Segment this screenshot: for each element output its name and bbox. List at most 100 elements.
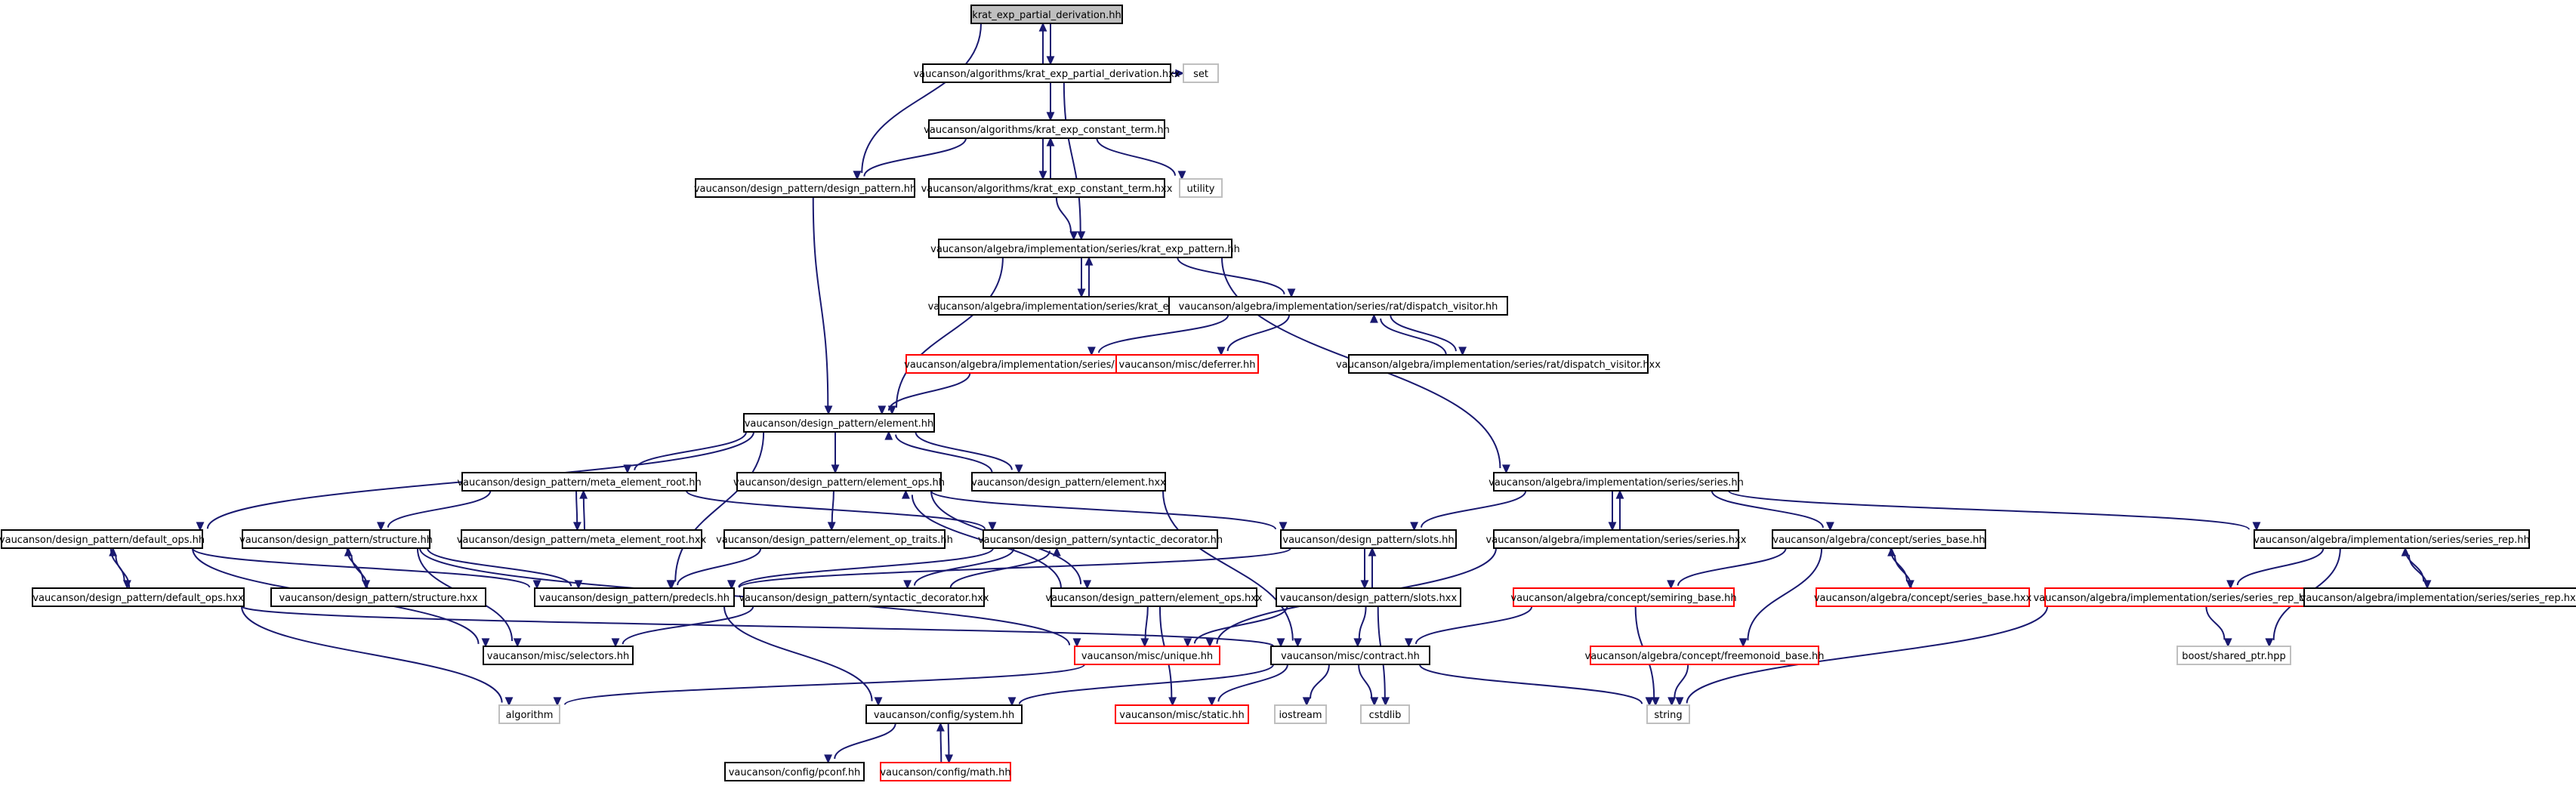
node-eops-hh[interactable]: vaucanson/design_pattern/element_ops.hh xyxy=(733,472,945,492)
node-kct-hh[interactable]: vaucanson/algorithms/krat_exp_constant_t… xyxy=(924,119,1170,139)
edge-line xyxy=(622,606,754,645)
edge-series-hh-to-series-hxx xyxy=(1608,490,1617,532)
edge-line xyxy=(2408,554,2429,589)
node-sd-hxx[interactable]: vaucanson/design_pattern/syntactic_decor… xyxy=(739,587,989,607)
edge-eops-hh-to-eot-hh xyxy=(827,490,836,532)
edge-line xyxy=(387,490,492,528)
node-box xyxy=(928,178,1165,198)
edge-element-hxx-to-contract xyxy=(1162,490,1302,648)
node-semb-hh[interactable]: vaucanson/algebra/concept/semiring_base.… xyxy=(1510,587,1737,607)
node-system[interactable]: vaucanson/config/system.hh xyxy=(865,704,1023,724)
edge-arrowhead xyxy=(1738,638,1748,648)
edge-slots-hh-to-predecls xyxy=(727,547,1291,590)
edge-arrowhead xyxy=(2401,547,2410,556)
node-box xyxy=(1074,646,1220,665)
node-box xyxy=(461,472,697,492)
node-kct-hxx[interactable]: vaucanson/algorithms/krat_exp_constant_t… xyxy=(921,178,1173,198)
node-label: vaucanson/algebra/implementation/series/… xyxy=(2033,593,2337,604)
node-dops-hxx[interactable]: vaucanson/design_pattern/default_ops.hxx xyxy=(32,587,245,607)
node-label: vaucanson/misc/selectors.hh xyxy=(487,651,629,662)
node-struct-hxx[interactable]: vaucanson/design_pattern/structure.hxx xyxy=(270,587,486,607)
node-label: algorithm xyxy=(506,710,554,721)
node-label: utility xyxy=(1187,183,1215,195)
node-slots-hh[interactable]: vaucanson/design_pattern/slots.hh xyxy=(1280,529,1457,549)
edge-arrowhead xyxy=(878,405,887,415)
node-struct-hh[interactable]: vaucanson/design_pattern/structure.hh xyxy=(239,529,433,549)
edge-line xyxy=(1310,664,1330,699)
node-dops-hh[interactable]: vaucanson/design_pattern/default_ops.hh xyxy=(0,529,205,549)
edge-slots-hxx-to-unique xyxy=(1183,606,1288,648)
node-box xyxy=(1050,587,1257,607)
node-sb-hh[interactable]: vaucanson/algebra/concept/series_base.hh xyxy=(1772,529,1986,549)
edge-line xyxy=(1018,664,1274,704)
edge-root-to-kpd-hxx xyxy=(1046,23,1055,66)
edge-arrowhead xyxy=(1293,638,1302,648)
edge-arrowhead xyxy=(2252,522,2261,532)
node-fmb-hh[interactable]: vaucanson/algebra/concept/freemonoid_bas… xyxy=(1585,646,1825,665)
node-static[interactable]: vaucanson/misc/static.hh xyxy=(1115,704,1249,724)
edge-kpd-hxx-to-kct-hh xyxy=(1046,82,1055,122)
node-element-hxx[interactable]: vaucanson/design_pattern/element.hxx xyxy=(971,472,1166,492)
node-label: vaucanson/algebra/concept/semiring_base.… xyxy=(1510,593,1736,604)
node-box xyxy=(865,704,1023,724)
node-eot-hh[interactable]: vaucanson/design_pattern/element_op_trai… xyxy=(716,529,953,549)
edge-arrowhead xyxy=(532,580,541,590)
node-deferrer[interactable]: vaucanson/misc/deferrer.hh xyxy=(1115,354,1259,374)
edge-arrowhead xyxy=(1675,697,1684,707)
edge-arrowhead xyxy=(1404,638,1413,648)
node-dv-hxx[interactable]: vaucanson/algebra/implementation/series/… xyxy=(1336,354,1661,374)
node-box xyxy=(1183,63,1219,83)
edge-element-hh-to-element-hxx xyxy=(915,431,1023,474)
edge-arrowhead xyxy=(1007,697,1017,707)
edge-srep-hh-to-srb-hh xyxy=(2226,547,2325,590)
node-srep-hxx[interactable]: vaucanson/algebra/implementation/series/… xyxy=(2300,587,2576,607)
edge-series-hxx-to-series-hh xyxy=(1615,489,1624,530)
node-selectors[interactable]: vaucanson/misc/selectors.hh xyxy=(483,646,634,665)
node-box xyxy=(1772,529,1986,549)
node-slots-hxx[interactable]: vaucanson/design_pattern/slots.hxx xyxy=(1276,587,1461,607)
node-label: vaucanson/config/system.hh xyxy=(874,710,1014,721)
node-label: vaucanson/algebra/concept/series_base.hx… xyxy=(1814,593,2032,604)
node-predecls[interactable]: vaucanson/design_pattern/predecls.hh xyxy=(534,587,735,607)
node-box xyxy=(1270,646,1430,665)
node-series-hh[interactable]: vaucanson/algebra/implementation/series/… xyxy=(1489,472,1744,492)
node-srb-hh[interactable]: vaucanson/algebra/implementation/series/… xyxy=(2033,587,2338,607)
node-unique[interactable]: vaucanson/misc/unique.hh xyxy=(1074,646,1220,665)
node-srep-hh[interactable]: vaucanson/algebra/implementation/series/… xyxy=(2254,529,2530,549)
edge-line xyxy=(863,137,967,177)
node-label: vaucanson/algorithms/krat_exp_partial_de… xyxy=(913,69,1180,80)
edge-line xyxy=(1686,606,2048,704)
edge-kep-hh-to-dv-hh xyxy=(1177,257,1296,298)
node-mer-hxx[interactable]: vaucanson/design_pattern/meta_element_ro… xyxy=(457,529,707,549)
edge-arrowhead xyxy=(853,171,862,180)
node-root[interactable]: krat_exp_partial_derivation.hh xyxy=(970,5,1123,24)
node-dv-hh[interactable]: vaucanson/algebra/implementation/series/… xyxy=(1168,296,1508,316)
edge-contract-to-cstdlib xyxy=(1358,664,1379,707)
edge-line xyxy=(1414,606,1533,645)
node-box xyxy=(695,178,915,198)
edge-kpd-hxx-to-set xyxy=(1171,69,1185,78)
edge-arrowhead xyxy=(1370,697,1379,707)
edge-line xyxy=(887,372,971,411)
edge-arrowhead xyxy=(827,522,836,532)
node-kpd-hxx[interactable]: vaucanson/algorithms/krat_exp_partial_de… xyxy=(913,63,1180,83)
node-sd-hh[interactable]: vaucanson/design_pattern/syntactic_decor… xyxy=(978,529,1223,549)
node-cstdlib: cstdlib xyxy=(1360,704,1410,724)
node-mer-hh[interactable]: vaucanson/design_pattern/meta_element_ro… xyxy=(457,472,702,492)
edge-dops-hxx-to-contract xyxy=(241,606,1285,648)
node-sb-hxx[interactable]: vaucanson/algebra/concept/series_base.hx… xyxy=(1814,587,2032,607)
node-contract[interactable]: vaucanson/misc/contract.hh xyxy=(1270,646,1430,665)
node-pconf[interactable]: vaucanson/config/pconf.hh xyxy=(724,762,865,781)
node-math[interactable]: vaucanson/config/math.hh xyxy=(880,762,1011,781)
node-dp-hh[interactable]: vaucanson/design_pattern/design_pattern.… xyxy=(694,178,916,198)
node-label: vaucanson/algorithms/krat_exp_constant_t… xyxy=(924,125,1170,136)
node-kep-hh[interactable]: vaucanson/algebra/implementation/series/… xyxy=(930,239,1240,258)
edge-line xyxy=(949,550,1051,589)
node-series-hxx[interactable]: vaucanson/algebra/implementation/series/… xyxy=(1486,529,1747,549)
node-element-hh[interactable]: vaucanson/design_pattern/element.hh xyxy=(743,413,935,433)
node-label: vaucanson/design_pattern/element_op_trai… xyxy=(716,535,953,546)
node-label: vaucanson/design_pattern/meta_element_ro… xyxy=(457,477,701,489)
node-box xyxy=(498,704,560,724)
node-shared-ptr: boost/shared_ptr.hpp xyxy=(2176,646,2291,665)
node-eops-hxx[interactable]: vaucanson/design_pattern/element_ops.hxx xyxy=(1045,587,1263,607)
